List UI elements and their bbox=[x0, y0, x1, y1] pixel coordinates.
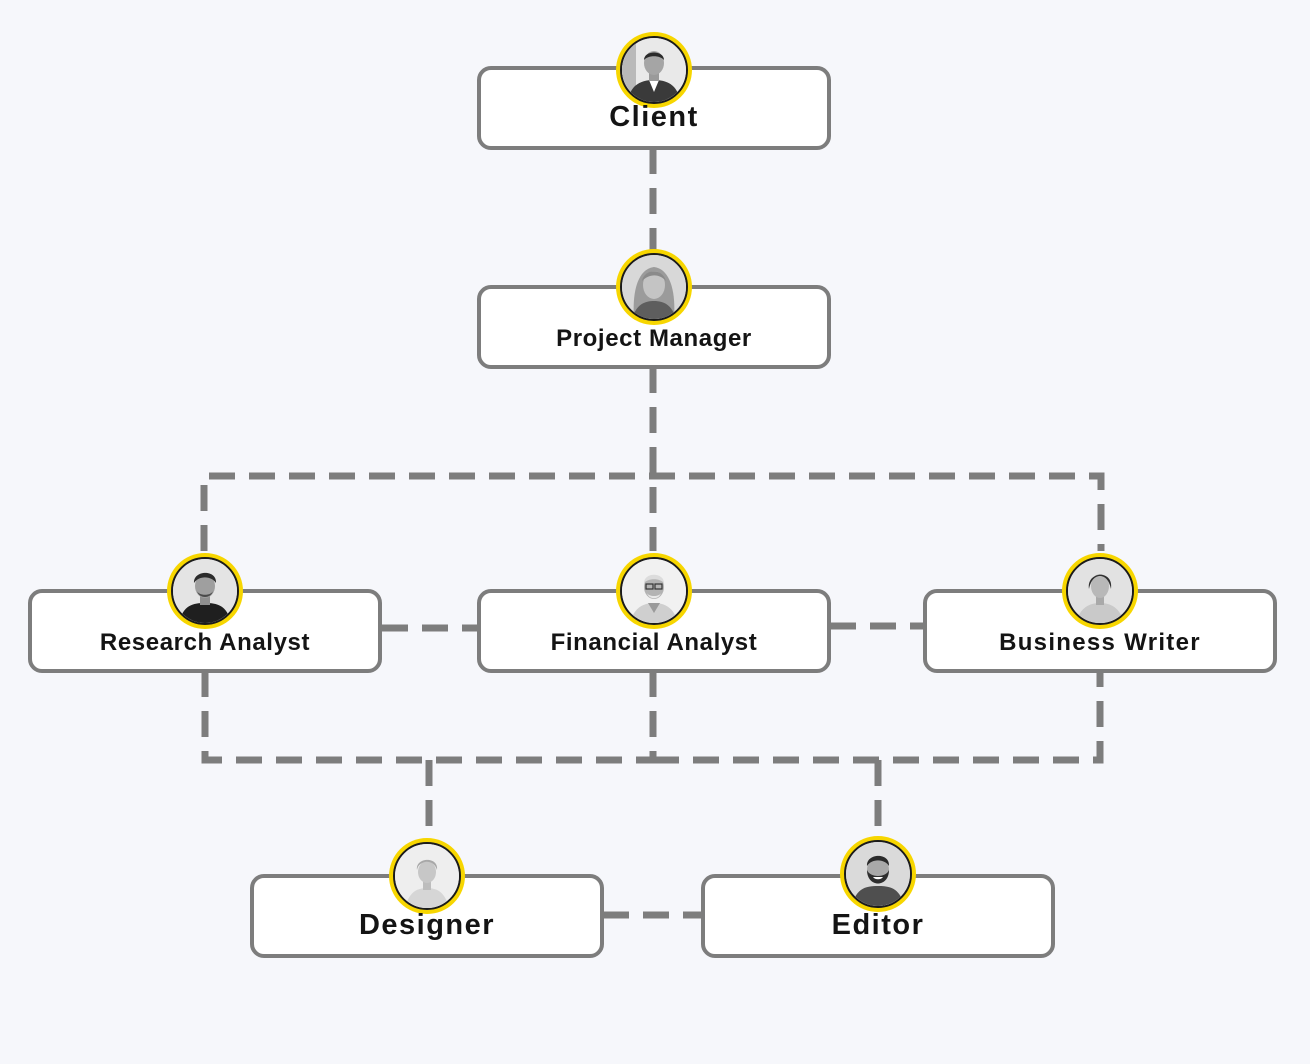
project-manager-avatar bbox=[616, 249, 692, 325]
business-writer-avatar bbox=[1062, 553, 1138, 629]
node-project-manager[interactable]: Project Manager bbox=[477, 249, 831, 369]
editor-avatar bbox=[840, 836, 916, 912]
node-research-analyst[interactable]: Research Analyst bbox=[28, 553, 382, 673]
connector-lower-right bbox=[653, 671, 1104, 764]
node-client[interactable]: Client bbox=[477, 32, 831, 150]
research-analyst-photo-icon bbox=[171, 557, 239, 625]
node-financial-analyst[interactable]: Financial Analyst bbox=[477, 553, 831, 673]
node-label: Client bbox=[609, 101, 699, 133]
node-label: Financial Analyst bbox=[550, 629, 758, 656]
node-label: Research Analyst bbox=[99, 629, 311, 656]
financial-analyst-avatar bbox=[616, 553, 692, 629]
node-label: Designer bbox=[358, 909, 496, 941]
node-label: Editor bbox=[831, 909, 925, 941]
project-manager-photo-icon bbox=[620, 253, 688, 321]
connector-top-bus bbox=[200, 472, 1105, 551]
node-designer[interactable]: Designer bbox=[250, 838, 604, 958]
client-photo-icon bbox=[620, 36, 688, 104]
research-analyst-avatar bbox=[167, 553, 243, 629]
connector-lower-left-loop bbox=[201, 671, 657, 764]
node-business-writer[interactable]: Business Writer bbox=[923, 553, 1277, 673]
node-editor[interactable]: Editor bbox=[701, 836, 1055, 958]
business-writer-photo-icon bbox=[1066, 557, 1134, 625]
editor-photo-icon bbox=[844, 840, 912, 908]
node-label: Business Writer bbox=[999, 629, 1201, 656]
designer-photo-icon bbox=[393, 842, 461, 910]
client-avatar bbox=[616, 32, 692, 108]
financial-analyst-photo-icon bbox=[620, 557, 688, 625]
designer-avatar bbox=[389, 838, 465, 914]
node-label: Project Manager bbox=[556, 325, 752, 352]
